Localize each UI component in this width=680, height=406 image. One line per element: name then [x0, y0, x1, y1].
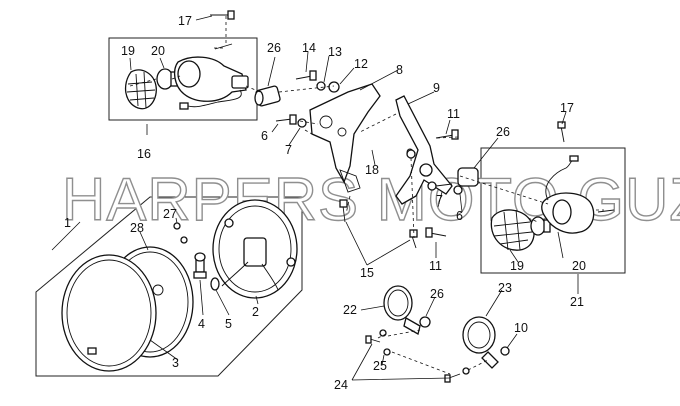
callout-20: 20	[151, 44, 165, 58]
horn-22	[383, 285, 421, 335]
callout-2: 2	[252, 305, 259, 319]
washer-6-right	[453, 185, 463, 195]
callout-18: 18	[365, 163, 379, 177]
bolt-6	[275, 114, 297, 125]
callout-9: 9	[433, 81, 440, 95]
headlight-group-frame	[35, 196, 303, 377]
support-bracket-9	[395, 95, 453, 205]
right-wire-connector	[569, 155, 579, 162]
left-indicator-housing	[173, 56, 249, 102]
callout-25: 25	[373, 359, 387, 373]
washer-25-a	[379, 329, 387, 337]
callout-26-right: 26	[496, 125, 510, 139]
callout-16: 16	[137, 147, 151, 161]
callout-11-lower: 11	[429, 259, 442, 273]
washer-25-c	[462, 367, 470, 375]
callout-8: 8	[396, 63, 403, 77]
callout-7-right: 7	[436, 193, 443, 207]
rubber-mount-26-right	[457, 167, 479, 187]
right-indicator-bulb	[530, 216, 551, 236]
callout-26-horn: 26	[430, 287, 444, 301]
callout-6-right: 6	[456, 209, 463, 223]
left-indicator-wire	[187, 89, 242, 108]
nut-26-horn	[419, 316, 431, 328]
callout-17: 17	[178, 14, 192, 28]
callout-14: 14	[302, 41, 316, 55]
right-indicator-dashes	[459, 175, 604, 223]
callout-23: 23	[498, 281, 512, 295]
callout-13: 13	[328, 45, 342, 59]
parking-bulb-5	[210, 277, 220, 291]
left-indicator-dashes	[129, 16, 227, 87]
nut-10	[500, 346, 510, 356]
bolt-7-right	[427, 181, 453, 191]
headlight-shell-2	[212, 199, 298, 299]
callout-27: 27	[163, 207, 177, 221]
left-screw	[214, 43, 233, 50]
left-wire-connector	[179, 102, 189, 110]
bulb-4	[193, 252, 207, 279]
callout-3: 3	[172, 356, 179, 370]
callout-28: 28	[130, 221, 144, 235]
callout-5: 5	[225, 317, 232, 331]
mounting-dashes	[245, 85, 489, 375]
right-indicator-screw	[597, 209, 615, 213]
callout-11: 11	[447, 107, 460, 121]
callout-19: 19	[121, 44, 135, 58]
washer-7	[297, 118, 307, 128]
right-indicator-housing	[541, 192, 595, 234]
nut-12	[328, 81, 340, 93]
bolt-14	[295, 70, 317, 81]
right-indicator-frame	[480, 147, 626, 274]
callout-19-right: 19	[510, 259, 524, 273]
washer-18	[406, 149, 416, 159]
rubber-mount-26	[254, 85, 281, 107]
callout-22: 22	[343, 303, 357, 317]
clip-27-b	[180, 236, 188, 244]
bolt-24-a	[365, 335, 381, 344]
callout-10: 10	[514, 321, 528, 335]
callout-15: 15	[360, 266, 374, 280]
horn-23	[462, 316, 499, 369]
callout-4: 4	[198, 317, 205, 331]
callout-20-right: 20	[572, 259, 586, 273]
trim-ring-3	[61, 254, 157, 372]
headlight-bracket-8	[309, 83, 381, 193]
callout-1: 1	[64, 216, 71, 230]
callout-12: 12	[354, 57, 368, 71]
bolt-11-lower	[425, 227, 447, 238]
washer-25-b	[383, 348, 391, 356]
bolt-15-a	[339, 199, 348, 223]
washer-13	[316, 81, 326, 91]
left-indicator-frame	[108, 37, 258, 121]
callout-6: 6	[261, 129, 268, 143]
callout-21: 21	[570, 295, 584, 309]
callout-24: 24	[334, 378, 348, 392]
screw-17-right	[557, 121, 566, 143]
callout-26: 26	[267, 41, 281, 55]
leader-lines	[51, 15, 579, 381]
clip-27-a	[173, 222, 181, 230]
callout-7: 7	[285, 143, 292, 157]
right-indicator-lens	[490, 209, 535, 251]
left-indicator-lens	[124, 69, 157, 110]
callout-17-right: 17	[560, 101, 574, 115]
screw-17-top	[210, 10, 235, 20]
